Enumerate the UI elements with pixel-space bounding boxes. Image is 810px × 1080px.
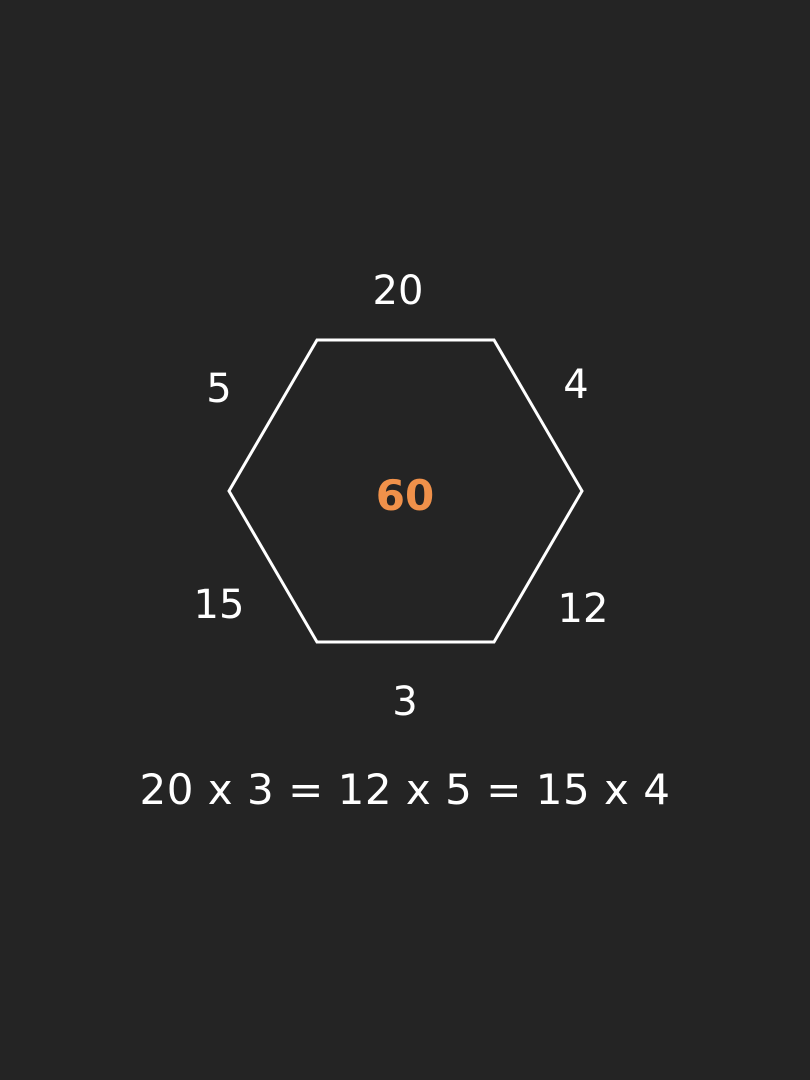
center-value: 60 bbox=[376, 471, 434, 520]
hexagon-outline bbox=[227, 338, 584, 644]
side-label-lower-left: 15 bbox=[194, 582, 245, 628]
side-label-upper-left: 5 bbox=[206, 366, 231, 412]
side-label-upper-right: 4 bbox=[563, 362, 588, 408]
equation-text: 20 x 3 = 12 x 5 = 15 x 4 bbox=[139, 765, 671, 814]
side-label-top: 20 bbox=[373, 268, 424, 314]
side-label-lower-right: 12 bbox=[558, 586, 609, 632]
side-label-bottom: 3 bbox=[392, 679, 417, 725]
